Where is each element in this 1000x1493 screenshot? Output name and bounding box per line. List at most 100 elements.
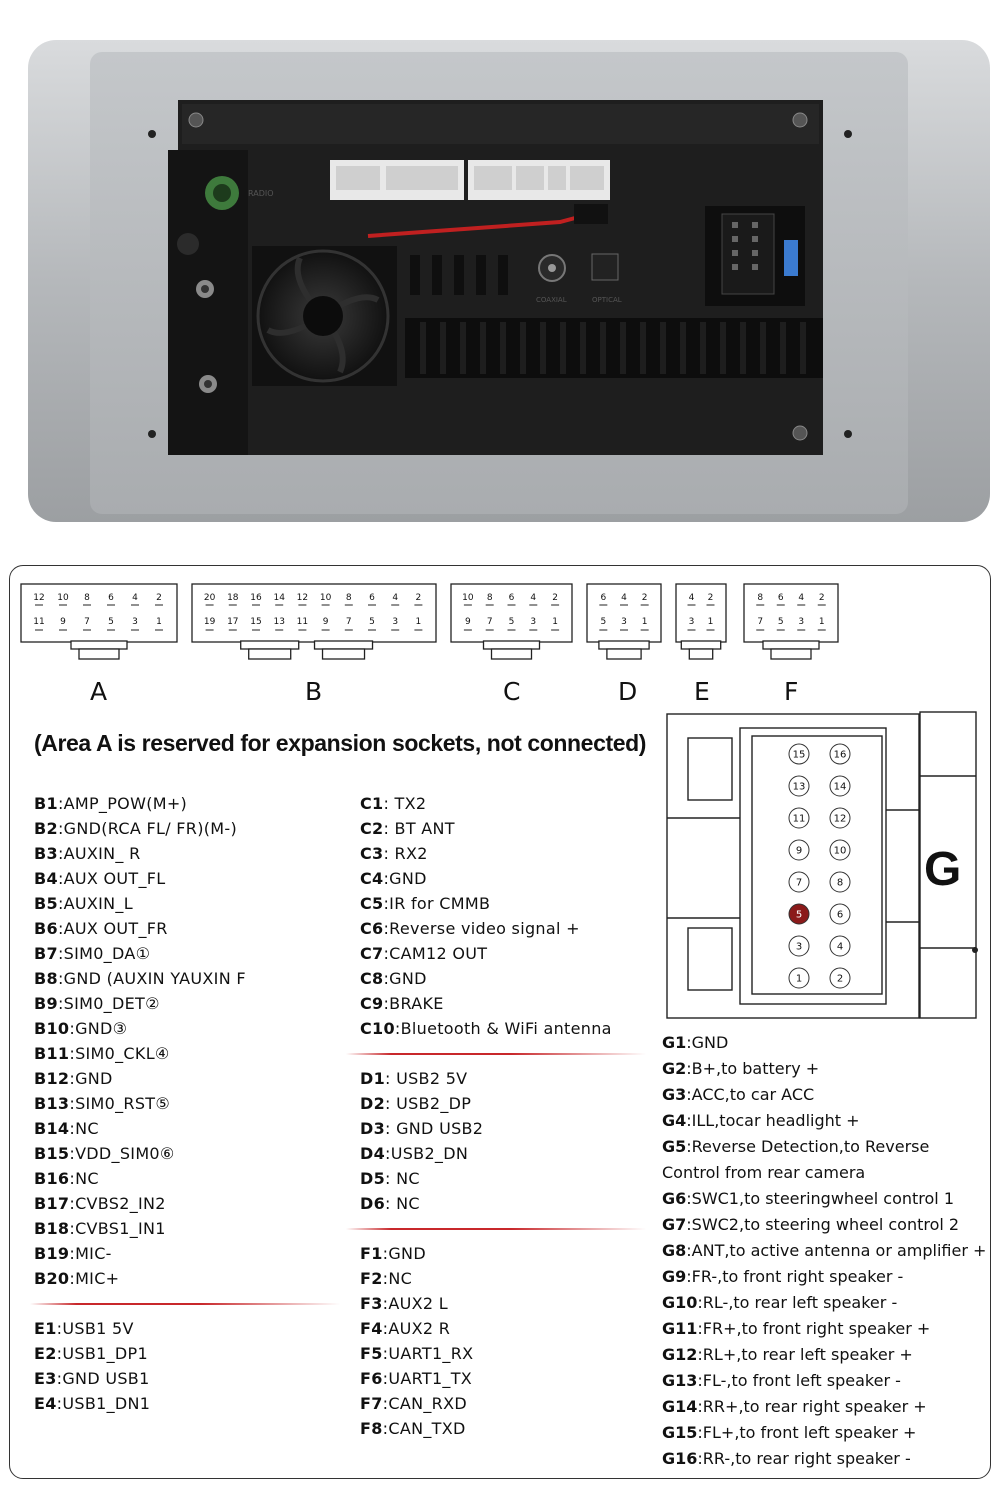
e-pin-row: E4:USB1_DN1: [34, 1391, 150, 1416]
g-pin-number: 11: [793, 814, 806, 825]
pin-function: :GND③: [69, 1019, 128, 1038]
e-pin-row: E2:USB1_DP1: [34, 1341, 150, 1366]
pin-function: : GND USB2: [385, 1119, 484, 1138]
pin-number: 2: [819, 593, 825, 603]
g-pin-row: G12:RL+,to rear left speaker +: [662, 1342, 986, 1368]
pin-number: 1: [416, 617, 422, 627]
g-pin-field: [751, 735, 883, 995]
pin-function: :GND: [69, 1069, 113, 1088]
pin-function: :ACC,to car ACC: [686, 1085, 815, 1104]
pin-id: B4: [34, 869, 58, 888]
pin-id: C4: [360, 869, 384, 888]
pin-id: G12: [662, 1345, 698, 1364]
pin-number: 2: [416, 593, 422, 603]
pin-id: B3: [34, 844, 58, 863]
coaxial-label: COAXIAL: [536, 296, 567, 304]
pin-id: C9: [360, 994, 384, 1013]
pin-id: F6: [360, 1369, 383, 1388]
d-pin-row: D6: NC: [360, 1191, 483, 1216]
g-pin-10: [829, 839, 851, 861]
e-pin-row: E3:GND USB1: [34, 1366, 150, 1391]
pin-function: : RX2: [383, 844, 428, 863]
pin-function: :USB1_DN1: [56, 1394, 151, 1413]
pin-number: 14: [273, 593, 285, 603]
b-pin-row: B11:SIM0_CKL④: [34, 1041, 246, 1066]
connector-body: [191, 583, 437, 643]
pin-number: 1: [156, 617, 162, 627]
pin-number: 8: [757, 593, 763, 603]
g-pin-4: [829, 935, 851, 957]
pin-function: :B+,to battery +: [686, 1059, 820, 1078]
connector-notch: [762, 640, 820, 650]
pin-id: G13: [662, 1371, 698, 1390]
connector-tab: [490, 648, 533, 660]
pin-function: :USB1 5V: [56, 1319, 134, 1338]
pin-function: :GND: [382, 1244, 426, 1263]
connector-tab: [770, 648, 812, 660]
g-pin-row: G5:Reverse Detection,to Reverse: [662, 1134, 986, 1160]
c-pin-row: C4:GND: [360, 866, 612, 891]
d-pin-row: D4:USB2_DN: [360, 1141, 483, 1166]
b-pin-row: B1:AMP_POW(M+): [34, 791, 246, 816]
b-pin-row: B9:SIM0_DET②: [34, 991, 246, 1016]
g-pin-row: G11:FR+,to front right speaker +: [662, 1316, 986, 1342]
pin-number: 5: [600, 617, 606, 627]
connector-notch: [482, 640, 541, 650]
pin-id: G10: [662, 1293, 698, 1312]
g-pin-row: G7:SWC2,to steering wheel control 2: [662, 1212, 986, 1238]
pin-id: E2: [34, 1344, 57, 1363]
pin-number: 3: [132, 617, 138, 627]
pin-function: : USB2_DP: [385, 1094, 472, 1113]
b-pin-row: B13:SIM0_RST⑤: [34, 1091, 246, 1116]
pin-id: D4: [360, 1144, 386, 1163]
pin-function: :CAN_TXD: [382, 1419, 466, 1438]
pin-number: 2: [708, 593, 714, 603]
pin-id: G15: [662, 1423, 698, 1442]
pin-id: G7: [662, 1215, 687, 1234]
pin-id: B19: [34, 1244, 70, 1263]
connector-notch: [240, 640, 300, 650]
pin-id: B1: [34, 794, 58, 813]
connector-e-label: E: [694, 677, 710, 706]
separator-c-d: [346, 1053, 646, 1055]
pin-number: 5: [778, 617, 784, 627]
g-pin-row: G14:RR+,to rear right speaker +: [662, 1394, 986, 1420]
b-pin-row: B20:MIC+: [34, 1266, 246, 1291]
pin-number: 4: [689, 593, 695, 603]
pin-id: B11: [34, 1044, 70, 1063]
pin-number: 8: [487, 593, 493, 603]
pin-number: 9: [60, 617, 66, 627]
c-pin-row: C5:IR for CMMB: [360, 891, 612, 916]
pin-id: G8: [662, 1241, 687, 1260]
g-pin-number: 12: [834, 814, 847, 825]
pin-number: 7: [84, 617, 90, 627]
pin-id: B9: [34, 994, 58, 1013]
g-pin-5: [788, 903, 810, 925]
pin-number: 6: [778, 593, 784, 603]
pin-function: :USB2_DN: [385, 1144, 469, 1163]
g-pin-number: 2: [837, 974, 843, 985]
g-outer-left: [666, 713, 920, 1019]
pin-function: :SIM0_DA①: [57, 944, 151, 963]
connector-g-label: G: [924, 843, 962, 896]
pin-id: C2: [360, 819, 384, 838]
pin-id: B12: [34, 1069, 70, 1088]
pin-id: B18: [34, 1219, 70, 1238]
g-pin-number: 16: [834, 750, 847, 761]
g-pin-row: G1:GND: [662, 1030, 986, 1056]
pin-function: :VDD_SIM0⑥: [69, 1144, 175, 1163]
pin-id: E3: [34, 1369, 57, 1388]
connector-a-label: A: [90, 677, 108, 706]
pin-number: 8: [84, 593, 90, 603]
g-pin-number: 10: [834, 846, 847, 857]
g-pin-8: [829, 871, 851, 893]
pin-function: :CVBS1_IN1: [69, 1219, 166, 1238]
pin-number: 15: [250, 617, 261, 627]
pin-function: :CAM12 OUT: [383, 944, 488, 963]
f-pin-row: F6:UART1_TX: [360, 1366, 473, 1391]
